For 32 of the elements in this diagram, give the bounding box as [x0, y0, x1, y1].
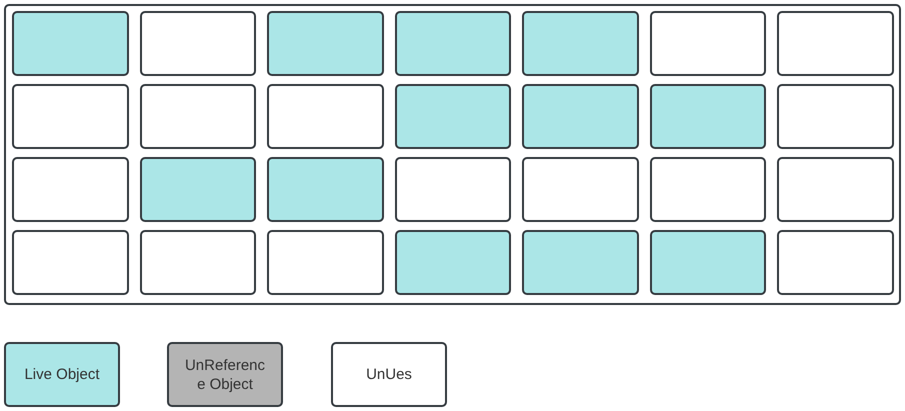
memory-block: [650, 230, 766, 295]
memory-block: [394, 230, 512, 295]
memory-block: [650, 157, 766, 222]
memory-block: [777, 230, 894, 295]
memory-block: [12, 84, 129, 149]
memory-block: [267, 157, 384, 222]
memory-block: [394, 157, 512, 222]
memory-block: [650, 11, 766, 76]
memory-block: [12, 157, 129, 222]
memory-block: [394, 84, 512, 149]
memory-block: [12, 230, 129, 295]
grid-frame: [4, 4, 901, 305]
legend-label: Live Object: [24, 365, 100, 384]
memory-block: [650, 84, 766, 149]
memory-block: [777, 157, 894, 222]
memory-block: [140, 157, 256, 222]
memory-block: [777, 11, 894, 76]
memory-block: [140, 11, 256, 76]
memory-block: [522, 230, 639, 295]
memory-block: [267, 11, 384, 76]
memory-block: [140, 84, 256, 149]
memory-block: [267, 84, 384, 149]
memory-block: [522, 11, 639, 76]
memory-block: [522, 157, 639, 222]
memory-block: [522, 84, 639, 149]
memory-block: [777, 84, 894, 149]
memory-block: [140, 230, 256, 295]
legend-label: UnUes: [366, 365, 412, 384]
memory-block: [267, 230, 384, 295]
memory-block: [12, 11, 129, 76]
legend-label: UnReference Object: [184, 356, 266, 394]
memory-block: [394, 11, 512, 76]
